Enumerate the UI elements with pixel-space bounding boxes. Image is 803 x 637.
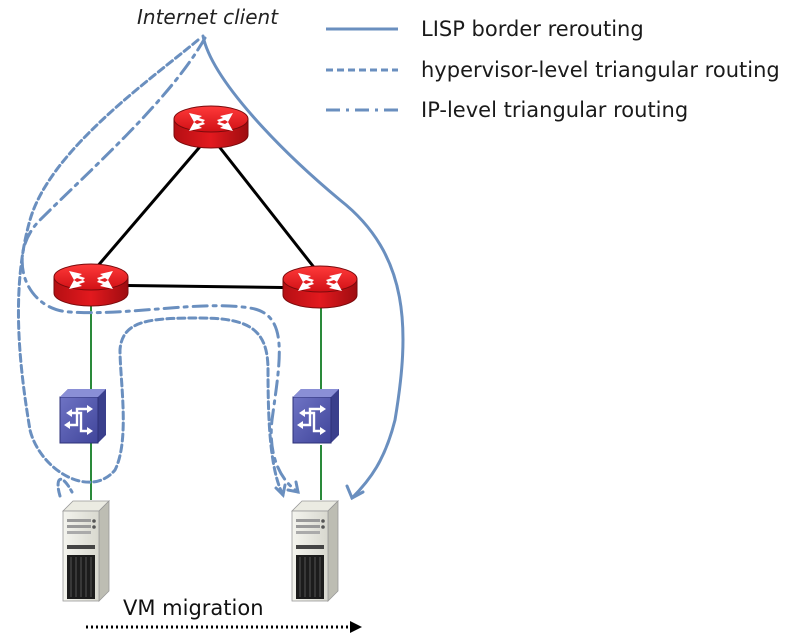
server-icon	[62, 500, 110, 602]
legend-label-ip-level: IP-level triangular routing	[421, 98, 688, 122]
router-icon	[282, 265, 358, 309]
path-lisp-border-rerouting	[201, 34, 405, 500]
internet-client-label: Internet client	[137, 5, 279, 29]
path-lisp-arrowhead	[345, 484, 365, 501]
legend: LISP border rerouting hypervisor-level t…	[326, 17, 780, 122]
path-hypervisor-left-loop	[56, 477, 74, 498]
legend-label-lisp: LISP border rerouting	[421, 17, 644, 41]
switch-icon	[58, 387, 108, 445]
server-icon	[291, 500, 339, 602]
path-ip-level-triangular	[20, 36, 300, 494]
path-ip-level-arrowhead	[286, 480, 300, 494]
path-hypervisor-triangular	[16, 38, 285, 497]
vm-migration-arrow	[86, 621, 362, 633]
path-hypervisor-arrowhead	[274, 483, 287, 499]
switch-icon	[291, 387, 341, 445]
link-top-right	[208, 134, 322, 276]
router-icon	[173, 105, 249, 149]
legend-label-hypervisor: hypervisor-level triangular routing	[421, 58, 780, 82]
vm-migration-label: VM migration	[123, 596, 264, 620]
router-icon	[53, 263, 129, 307]
link-top-left	[88, 134, 212, 276]
routing-paths	[16, 34, 405, 501]
